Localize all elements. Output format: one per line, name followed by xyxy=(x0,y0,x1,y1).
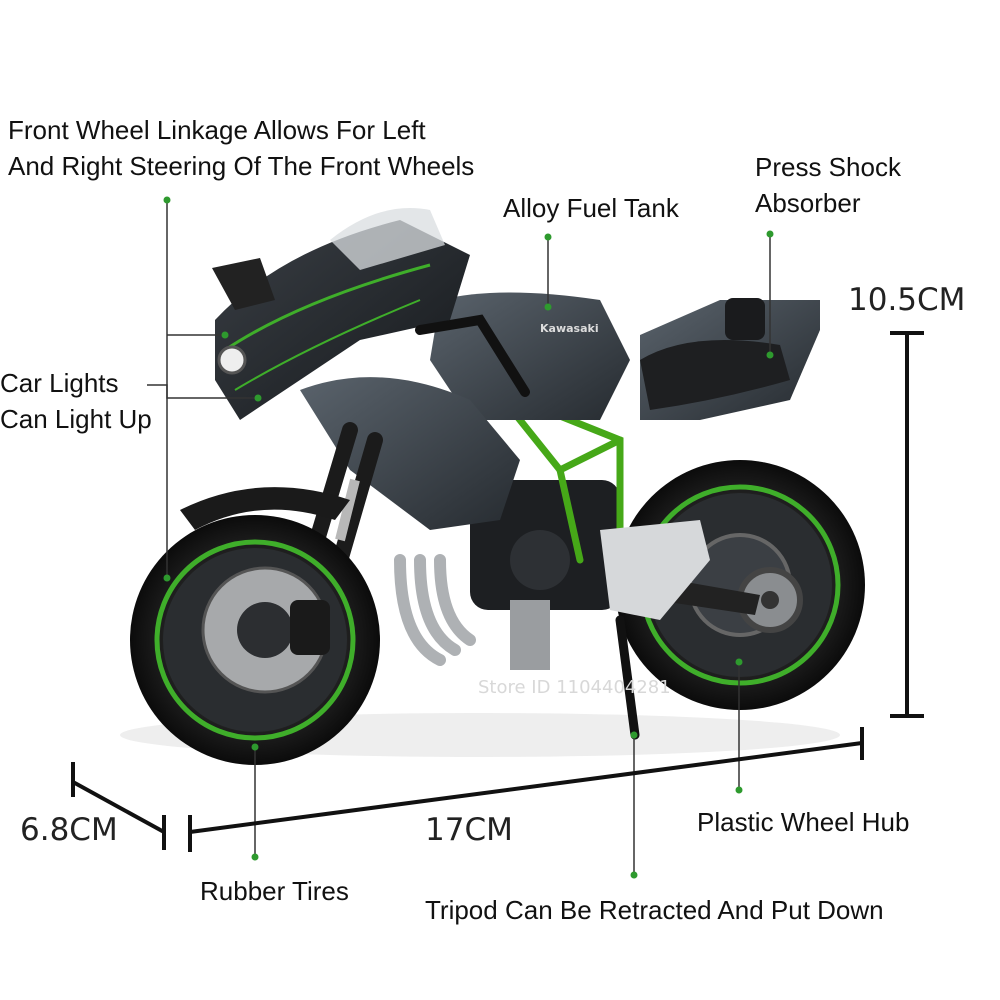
callout-dot-car-lights xyxy=(254,394,262,402)
callout-dot-fuel-tank xyxy=(544,233,552,241)
label-tripod: Tripod Can Be Retracted And Put Down xyxy=(425,895,884,925)
windscreen xyxy=(330,208,445,270)
dimension-width-label: 6.8CM xyxy=(20,812,118,848)
callout-dot-shock xyxy=(766,230,774,238)
side-fairing xyxy=(300,377,520,530)
store-watermark: Store ID 1104404281 xyxy=(478,677,671,698)
kickstand xyxy=(615,615,640,740)
callout-dot-wheel-hub xyxy=(735,658,743,666)
pillion-seat xyxy=(725,298,765,340)
dimension-length-label: 17CM xyxy=(425,812,513,848)
dimension-height-label: 10.5CM xyxy=(848,282,966,318)
headlight xyxy=(217,345,247,375)
front-mudguard xyxy=(180,487,350,530)
footpeg-bracket xyxy=(600,520,710,620)
label-press-shock-absorber: Press Shock Absorber xyxy=(755,152,901,218)
callout-dot-tripod xyxy=(630,731,638,739)
handlebar xyxy=(415,314,530,397)
callout-dot-front-wheel-linkage xyxy=(163,196,171,204)
front-fairing xyxy=(215,220,470,420)
svg-text:Kawasaki: Kawasaki xyxy=(540,322,599,335)
callout-dot-rubber-tires xyxy=(251,743,259,751)
front-wheel xyxy=(130,515,380,765)
winglet xyxy=(212,258,275,310)
exhaust-pipes xyxy=(394,554,476,666)
label-car-lights: Car Lights Can Light Up xyxy=(0,368,152,434)
seat xyxy=(640,340,790,410)
engine xyxy=(470,480,620,670)
label-plastic-wheel-hub: Plastic Wheel Hub xyxy=(697,807,910,837)
label-front-wheel-linkage: Front Wheel Linkage Allows For Left And … xyxy=(8,115,475,181)
label-alloy-fuel-tank: Alloy Fuel Tank xyxy=(503,193,679,223)
label-rubber-tires: Rubber Tires xyxy=(200,876,349,906)
